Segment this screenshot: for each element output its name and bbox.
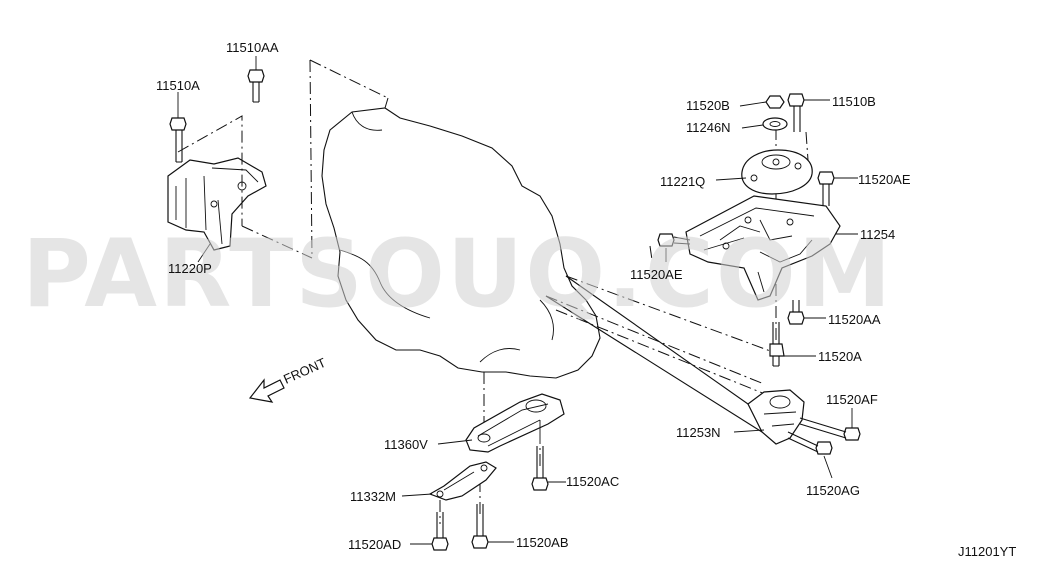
diagram-code: J11201YT bbox=[958, 544, 1016, 559]
label-11510A[interactable]: 11510A bbox=[156, 78, 200, 93]
bolt-11510AA bbox=[247, 69, 265, 103]
label-11246N[interactable]: 11246N bbox=[686, 120, 731, 135]
label-11520B[interactable]: 11520B bbox=[686, 98, 730, 113]
label-11520AD[interactable]: 11520AD bbox=[348, 537, 401, 552]
bolt-11520AC bbox=[531, 446, 549, 491]
label-11220P[interactable]: 11220P bbox=[168, 261, 212, 276]
watermark: PARTSOUQ.COM bbox=[22, 220, 893, 329]
bolt-11510B bbox=[787, 93, 805, 132]
label-11510B[interactable]: 11510B bbox=[832, 94, 876, 109]
washer-11246N bbox=[762, 117, 788, 131]
label-11520AC[interactable]: 11520AC bbox=[566, 474, 619, 489]
mount-11360V bbox=[465, 393, 565, 453]
label-11520AB[interactable]: 11520AB bbox=[516, 535, 569, 550]
label-11520AE-right[interactable]: 11520AE bbox=[858, 172, 911, 187]
bolt-11520AF bbox=[799, 417, 861, 441]
label-11510AA[interactable]: 11510AA bbox=[226, 40, 279, 55]
front-arrow: FRONT bbox=[248, 355, 328, 403]
bolt-11510A bbox=[169, 117, 187, 163]
label-11360V[interactable]: 11360V bbox=[384, 437, 428, 452]
label-11520AA[interactable]: 11520AA bbox=[828, 312, 881, 327]
front-label: FRONT bbox=[281, 355, 328, 387]
transmission-mount-11220P bbox=[167, 115, 267, 251]
leader-lines bbox=[177, 56, 858, 545]
label-11332M[interactable]: 11332M bbox=[350, 489, 396, 504]
label-11520AE-left[interactable]: 11520AE bbox=[630, 267, 683, 282]
label-11520AF[interactable]: 11520AF bbox=[826, 392, 878, 407]
bolt-11520AA-right bbox=[787, 300, 805, 325]
bracket-11254 bbox=[685, 195, 841, 301]
bolt-11520AE-left bbox=[657, 233, 691, 247]
label-11254[interactable]: 11254 bbox=[860, 227, 895, 242]
label-11520A[interactable]: 11520A bbox=[818, 349, 862, 364]
insulator-11221Q bbox=[741, 149, 813, 195]
nut-11520B bbox=[765, 95, 785, 109]
bracket-11332M bbox=[428, 461, 497, 501]
bolt-11520AG bbox=[787, 431, 833, 455]
label-11221Q[interactable]: 11221Q bbox=[660, 174, 705, 189]
bolt-11520AB bbox=[471, 504, 489, 549]
bolt-11520AE-right bbox=[817, 171, 835, 206]
engine-block bbox=[321, 107, 601, 379]
label-11253N[interactable]: 11253N bbox=[676, 425, 721, 440]
label-11520AG[interactable]: 11520AG bbox=[806, 483, 860, 498]
part-labels: 11510AA 11510A 11220P 11520B 11510B 1124… bbox=[156, 40, 911, 552]
